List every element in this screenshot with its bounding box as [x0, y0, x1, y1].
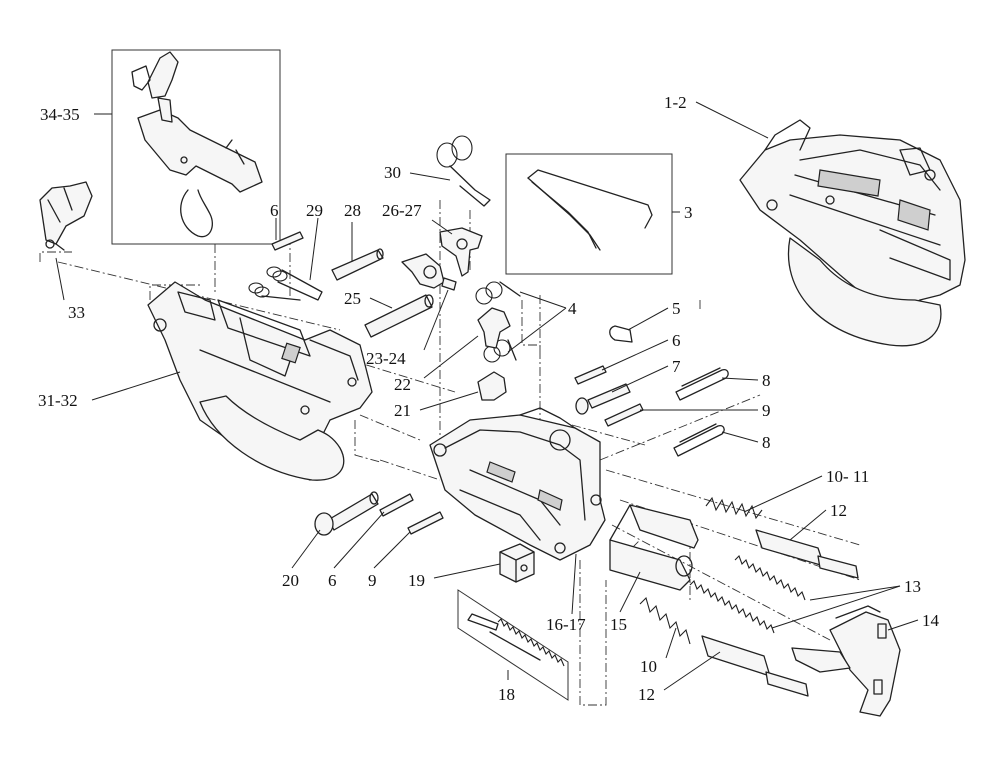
callout-25: 25 [344, 289, 361, 308]
part-pin-28 [331, 248, 384, 281]
callout-4: 4 [568, 299, 577, 318]
part-hammer-26-27 [439, 227, 483, 277]
part-spring-29 [248, 266, 323, 301]
callout-8-top: 8 [762, 371, 771, 390]
part-pin-25 [364, 294, 434, 338]
callout-26-27: 26-27 [382, 201, 422, 220]
callout-6-right: 6 [672, 331, 681, 350]
part-pin-9-bottom [407, 511, 444, 535]
callout-19: 19 [408, 571, 425, 590]
callout-28: 28 [344, 201, 361, 220]
part-block-19 [499, 543, 535, 583]
callout-31-32: 31-32 [38, 391, 78, 410]
part-springs-13 [689, 555, 806, 634]
part-frame-16-17 [429, 407, 606, 561]
part-safety-33 [39, 181, 93, 251]
callout-labels: 34-35 33 31-32 6 29 28 25 30 26-27 23-24… [38, 93, 940, 704]
part-assembly-1-2 [739, 119, 966, 347]
callout-10-11: 10- 11 [826, 467, 869, 486]
part-sear-23-24 [401, 253, 457, 291]
part-spring-10 [639, 596, 691, 645]
callout-21: 21 [394, 401, 411, 420]
callout-30: 30 [384, 163, 401, 182]
callout-7: 7 [672, 357, 681, 376]
part-disconnector-22 [477, 307, 511, 349]
part-pin-6-right [574, 365, 607, 385]
part-plunger-12-top [755, 529, 859, 579]
part-pin-20 [314, 491, 379, 536]
callout-6-top: 6 [270, 201, 279, 220]
callout-8-bottom: 8 [762, 433, 771, 452]
callout-12-bottom: 12 [638, 685, 655, 704]
part-spring-8-top [675, 367, 729, 401]
callout-22: 22 [394, 375, 411, 394]
leader-lines [55, 101, 919, 691]
callout-29: 29 [306, 201, 323, 220]
part-plunger-12-bottom [701, 635, 809, 697]
callout-18: 18 [498, 685, 515, 704]
part-housing-31-32 [147, 281, 373, 481]
callout-10: 10 [640, 657, 657, 676]
part-screw-7 [575, 383, 631, 415]
callout-1-2: 1-2 [664, 93, 687, 112]
part-latch-14 [791, 605, 901, 717]
inset-frame-spring-18 [457, 589, 569, 701]
callout-5: 5 [672, 299, 681, 318]
callout-9-right: 9 [762, 401, 771, 420]
part-pin-9-top [604, 403, 644, 427]
callout-14: 14 [922, 611, 940, 630]
part-spring-30 [436, 135, 491, 207]
callout-34-35: 34-35 [40, 105, 80, 124]
part-clip-5 [609, 325, 633, 343]
callout-3: 3 [684, 203, 693, 222]
callout-16-17: 16-17 [546, 615, 586, 634]
inset-frame-spring-wire [505, 153, 673, 275]
inset-frame-trigger [111, 49, 281, 245]
callout-12-top: 12 [830, 501, 847, 520]
callout-6-bottom: 6 [328, 571, 337, 590]
callout-23-24: 23-24 [366, 349, 406, 368]
callout-9-bottom: 9 [368, 571, 377, 590]
callout-33: 33 [68, 303, 85, 322]
callout-13: 13 [904, 577, 921, 596]
callout-20: 20 [282, 571, 299, 590]
part-spring-8-bottom [673, 423, 725, 457]
part-disconnector-21 [477, 371, 507, 401]
part-wire-spring-3 [527, 169, 653, 251]
callout-15: 15 [610, 615, 627, 634]
part-slide-15 [609, 504, 699, 591]
part-spring-18 [467, 613, 565, 667]
part-pin-6-bottom [379, 493, 414, 517]
part-trigger-34-35 [131, 51, 263, 238]
part-pin-6-top [271, 231, 304, 251]
